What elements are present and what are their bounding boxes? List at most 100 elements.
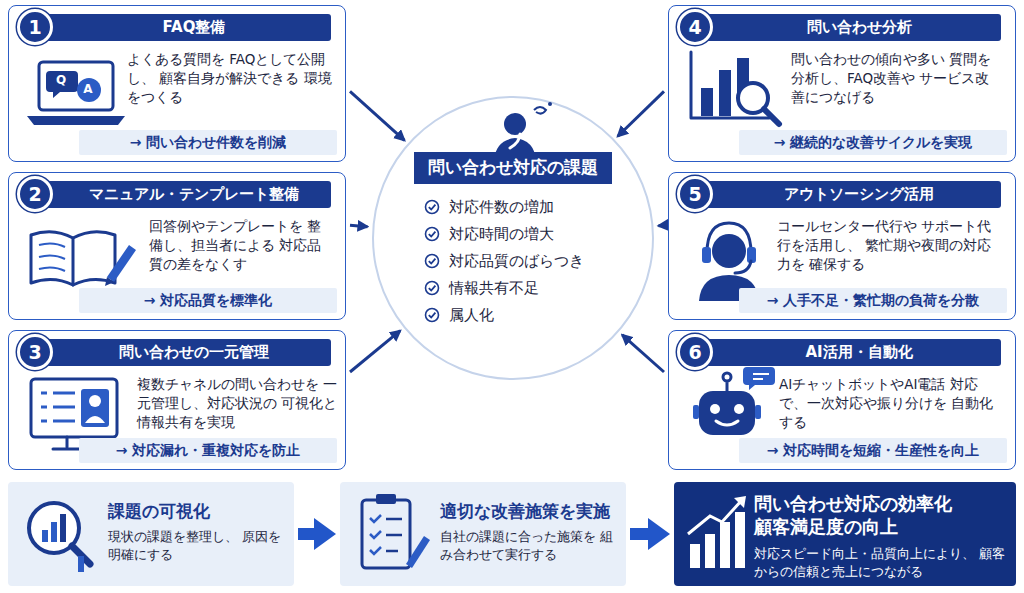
icon-shape [77,78,101,102]
icon-shape [426,309,439,322]
icon-shape [429,205,436,210]
icon-shape [429,286,436,291]
step-text: 現状の課題を整理し、 原因を明確にする [108,528,286,564]
callout-number: 4 [677,9,713,45]
icon-shape [31,379,117,437]
issue-text: 対応件数の増加 [449,198,554,217]
icon-shape [41,393,75,421]
icon-shape [42,530,48,542]
header-band: マニュアル・テンプレート整備 [39,181,331,208]
icon-shape [534,107,546,114]
icon-shape [693,405,699,419]
step-box: 適切な改善施策を実施自社の課題に合った施策を 組み合わせて実行する [340,482,626,586]
icon-shape [386,519,402,551]
measure-box: 問い合わせの一元管理3 → 対応漏れ・重複対応を防止 複数チャネルの問い合わせを 一… [8,330,346,470]
icon-shape [699,391,755,435]
step-text: 対応スピード向上・品質向上により、 顧客からの信頼と売上につながる [754,545,1010,581]
icon-shape [707,223,751,253]
measure-box: AI活用・自動化6→ 対応時間を短縮・生産性を向上AIチャットボットやAI電話 … [668,330,1016,470]
header-band: 問い合わせ分析 [699,14,1001,41]
check-icon [424,199,440,215]
icon-shape [743,367,775,390]
icon-shape [702,247,711,263]
icon-shape [85,416,105,423]
connector-arrow [622,335,664,372]
icon-shape [73,232,115,285]
step-heading: 課題の可視化 [108,500,288,522]
callout-number: 3 [17,334,53,370]
issue-item: 属人化 [424,304,494,326]
icon-shape [734,496,746,508]
icon-shape [51,522,57,542]
icon-shape [705,534,715,568]
result-strip: → 人手不足・繁忙期の負荷を分散 [739,288,1007,313]
callout-number: 1 [17,9,53,45]
connector-arrow [350,225,367,226]
header-band: FAQ整備 [39,14,331,41]
icon-shape [716,421,738,425]
icon-shape [764,109,779,124]
body-text: 複数チャネルの問い合わせを 一元管理し、対応状況の 可視化と情報共有を実現 [137,375,341,432]
icon-shape [72,546,90,564]
icon-letter: A [83,83,92,95]
result-strip: → 対応時間を短縮・生産性を向上 [739,438,1007,463]
issue-item: 対応件数の増加 [424,196,554,218]
icon-shape [548,102,552,106]
icon-shape [376,494,396,504]
issue-item: 対応品質のばらつき [424,250,584,272]
icon-shape [60,514,66,542]
icon-shape [27,116,125,125]
issue-item: 対応時間の増大 [424,223,554,245]
icon-shape [688,500,742,534]
icon-shape [755,405,761,419]
callout-number: 6 [677,334,713,370]
icon-shape [39,243,65,271]
icon-shape [81,389,109,427]
icon-shape [712,234,746,268]
icon-shape [691,52,769,118]
circle-title: 問い合わせ対応の課題 [414,152,612,184]
connector-arrow [350,331,400,372]
icon-shape [735,261,751,273]
connector-arrow [350,91,404,140]
connector-arrow [298,528,320,540]
step-heading: 適切な改善施策を実施 [440,500,620,522]
icon-shape [701,88,713,116]
issue-circle: 問い合わせ対応の課題対応件数の増加対応時間の増大対応品質のばらつき情報共有不足属… [372,96,654,380]
result-strip: → 対応品質を標準化 [79,288,337,313]
step-box: 課題の可視化現状の課題を整理し、 原因を明確にする [8,482,294,586]
step-heading: 問い合わせ対応の効率化 顧客満足度の向上 [754,492,974,539]
icon-shape [735,512,745,568]
icon-shape [719,70,731,116]
body-text: 問い合わせの傾向や多い 質問を分析し、FAQ改善や サービス改善につなげる [791,50,1001,107]
measure-box: 問い合わせ分析4→ 継続的な改善サイクルを実現問い合わせの傾向や多い 質問を分析… [668,5,1016,162]
header-band: アウトソーシング活用 [699,181,1001,208]
icon-shape [504,113,526,135]
icon-shape [426,201,439,214]
icon-shape [406,536,430,568]
body-text: 回答例やテンプレートを 整備し、担当者による 対応品質の差をなくす [149,217,335,274]
result-strip: → 問い合わせ件数を削減 [79,130,337,155]
icon-shape [734,404,744,414]
issue-text: 情報共有不足 [449,279,539,298]
icon-shape [710,404,720,414]
icon-shape [723,373,731,391]
header-band: 問い合わせの一元管理 [39,339,331,366]
icon-shape [738,83,768,113]
body-text: コールセンター代行や サポート代行を活用し、 繁忙期や夜間の対応力を 確保する [777,217,997,274]
icon-shape [89,395,101,407]
step-text: 自社の課題に合った施策を 組み合わせて実行する [440,528,620,564]
check-icon [424,226,440,242]
body-text: よくある質問を FAQとして公開し、 顧客自身が解決できる 環境をつくる [127,50,333,107]
check-icon [424,280,440,296]
icon-shape [510,134,520,148]
icon-shape [362,500,410,568]
icon-shape [720,522,730,568]
measure-box: マニュアル・テンプレート整備2→ 対応品質を標準化回答例やテンプレートを 整備し… [8,172,346,320]
icon-shape [29,503,79,553]
icon-shape [31,232,73,285]
icon-shape [105,277,114,286]
result-strip: → 対応漏れ・重複対応を防止 [79,438,337,463]
